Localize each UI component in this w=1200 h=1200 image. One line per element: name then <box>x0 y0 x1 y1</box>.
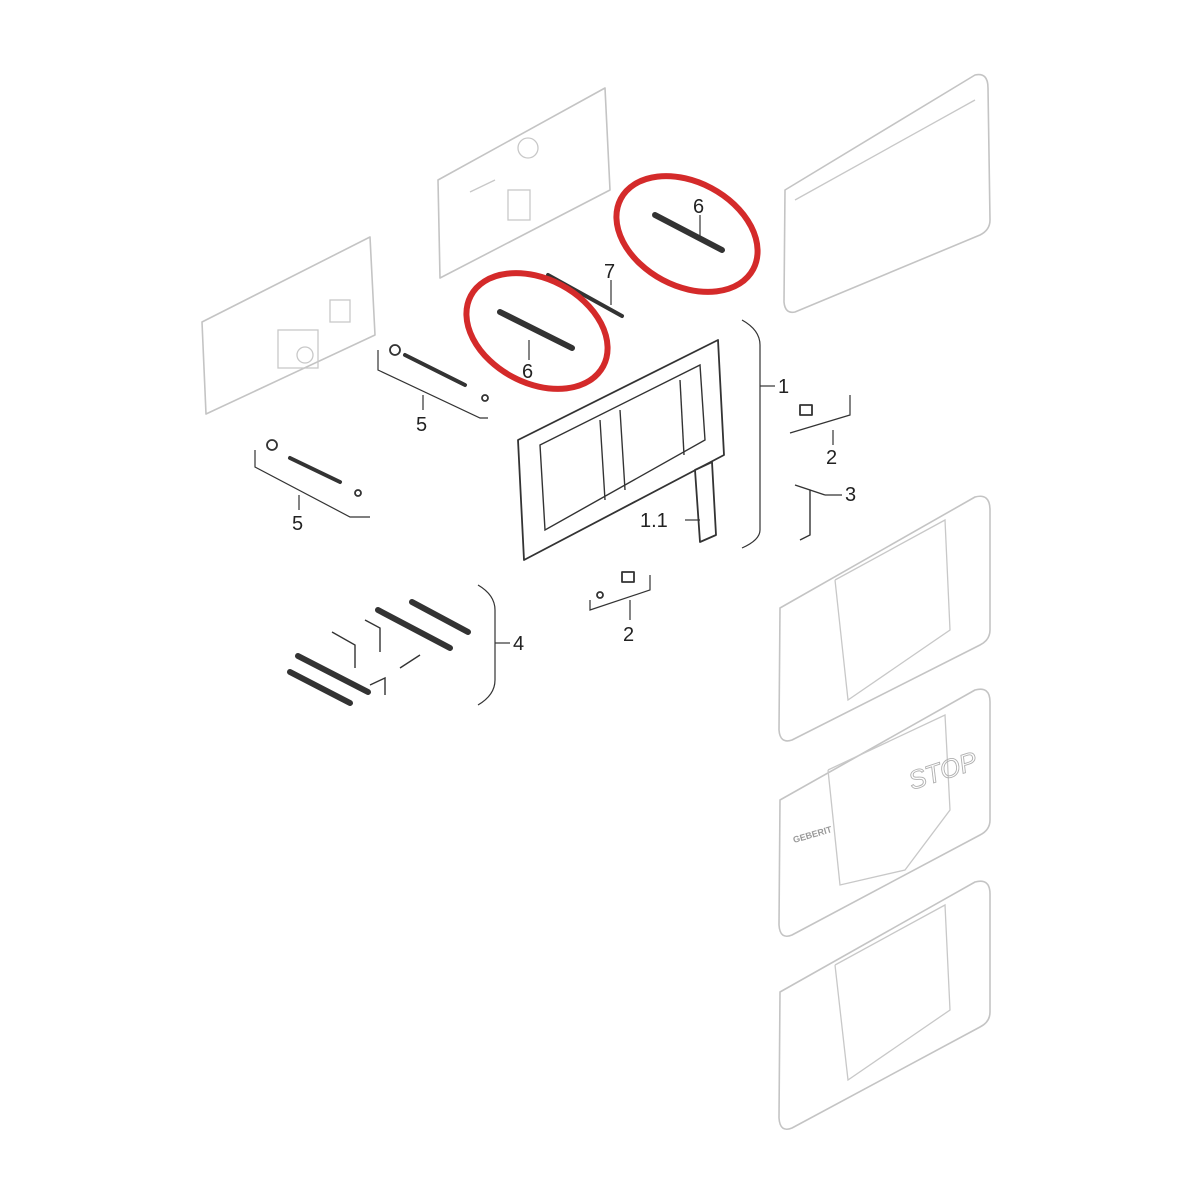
flush-plate-cover-2 <box>778 495 991 742</box>
bolt-set-5-upper <box>389 344 489 402</box>
fixing-set-4 <box>287 599 471 706</box>
flush-plate-cover-4 <box>778 880 991 1131</box>
upper-mounting-plate <box>437 87 611 279</box>
mounting-frame <box>517 339 725 561</box>
label-7: 7 <box>604 261 615 283</box>
label-1: 1 <box>778 376 789 398</box>
label-1-1: 1.1 <box>640 510 668 532</box>
label-6-right: 6 <box>693 196 704 218</box>
frame-lever-part <box>694 461 717 543</box>
flush-plate-cover-stop: STOP GEBERIT <box>778 688 991 938</box>
bolt-set-5-lower <box>266 439 362 497</box>
actuating-rod-left <box>497 309 575 351</box>
label-5-lower: 5 <box>292 513 303 535</box>
left-mounting-plate <box>201 236 376 415</box>
leader-lines <box>254 215 851 706</box>
label-2-lower: 2 <box>623 624 634 646</box>
label-5-upper: 5 <box>416 414 427 436</box>
flush-plate-cover-1 <box>783 73 991 314</box>
highlight-circle-right <box>613 173 761 295</box>
highlight-circle-left <box>463 270 611 392</box>
label-4: 4 <box>513 633 524 655</box>
clip-2-lower <box>596 571 635 599</box>
clip-2-upper <box>799 404 813 416</box>
label-3: 3 <box>845 484 856 506</box>
bracket-3 <box>794 484 826 541</box>
label-2-upper: 2 <box>826 447 837 469</box>
actuating-rod-right <box>652 212 725 253</box>
label-6-left: 6 <box>522 361 533 383</box>
